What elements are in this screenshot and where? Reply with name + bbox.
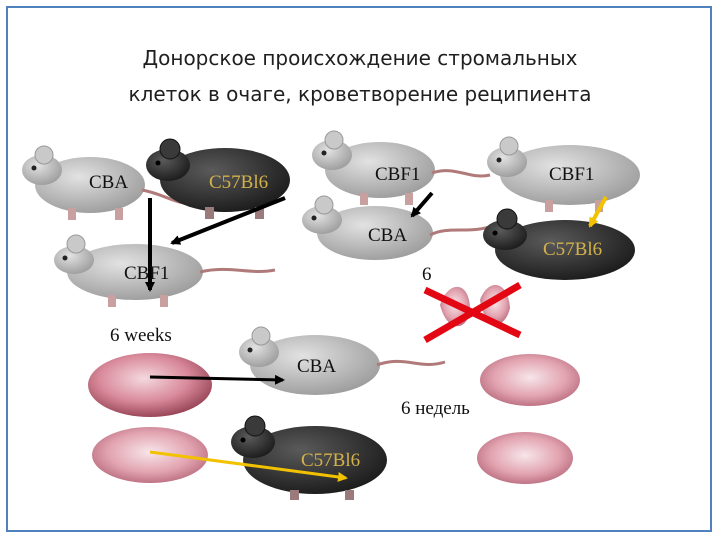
- label-cba-top: CBA: [89, 172, 128, 194]
- label-cbf1-top-middle: CBF1: [375, 164, 420, 186]
- tissue-implant-left-top: [88, 353, 212, 417]
- label-c57-bottom: C57Bl6: [301, 450, 360, 472]
- label-cbf1-left: CBF1: [124, 263, 169, 285]
- tissue-implant-left-bottom: [92, 427, 208, 483]
- label-six-weeks-en: 6 weeks: [110, 325, 172, 347]
- tissue-implant-right-bottom: [477, 432, 573, 484]
- label-cba-bottom: CBA: [297, 356, 336, 378]
- label-six-partial: 6: [422, 264, 432, 286]
- tissue-implant-right-top: [480, 354, 580, 406]
- label-c57-right: C57Bl6: [543, 239, 602, 261]
- arrow-cbf1-to-cba: [412, 193, 432, 216]
- label-six-weeks-ru: 6 недель: [401, 398, 470, 420]
- label-cba-middle: CBA: [368, 225, 407, 247]
- mouse-cba-grey-bottom: [239, 327, 445, 395]
- label-c57-top: C57Bl6: [209, 172, 268, 194]
- label-cbf1-top-right: CBF1: [549, 164, 594, 186]
